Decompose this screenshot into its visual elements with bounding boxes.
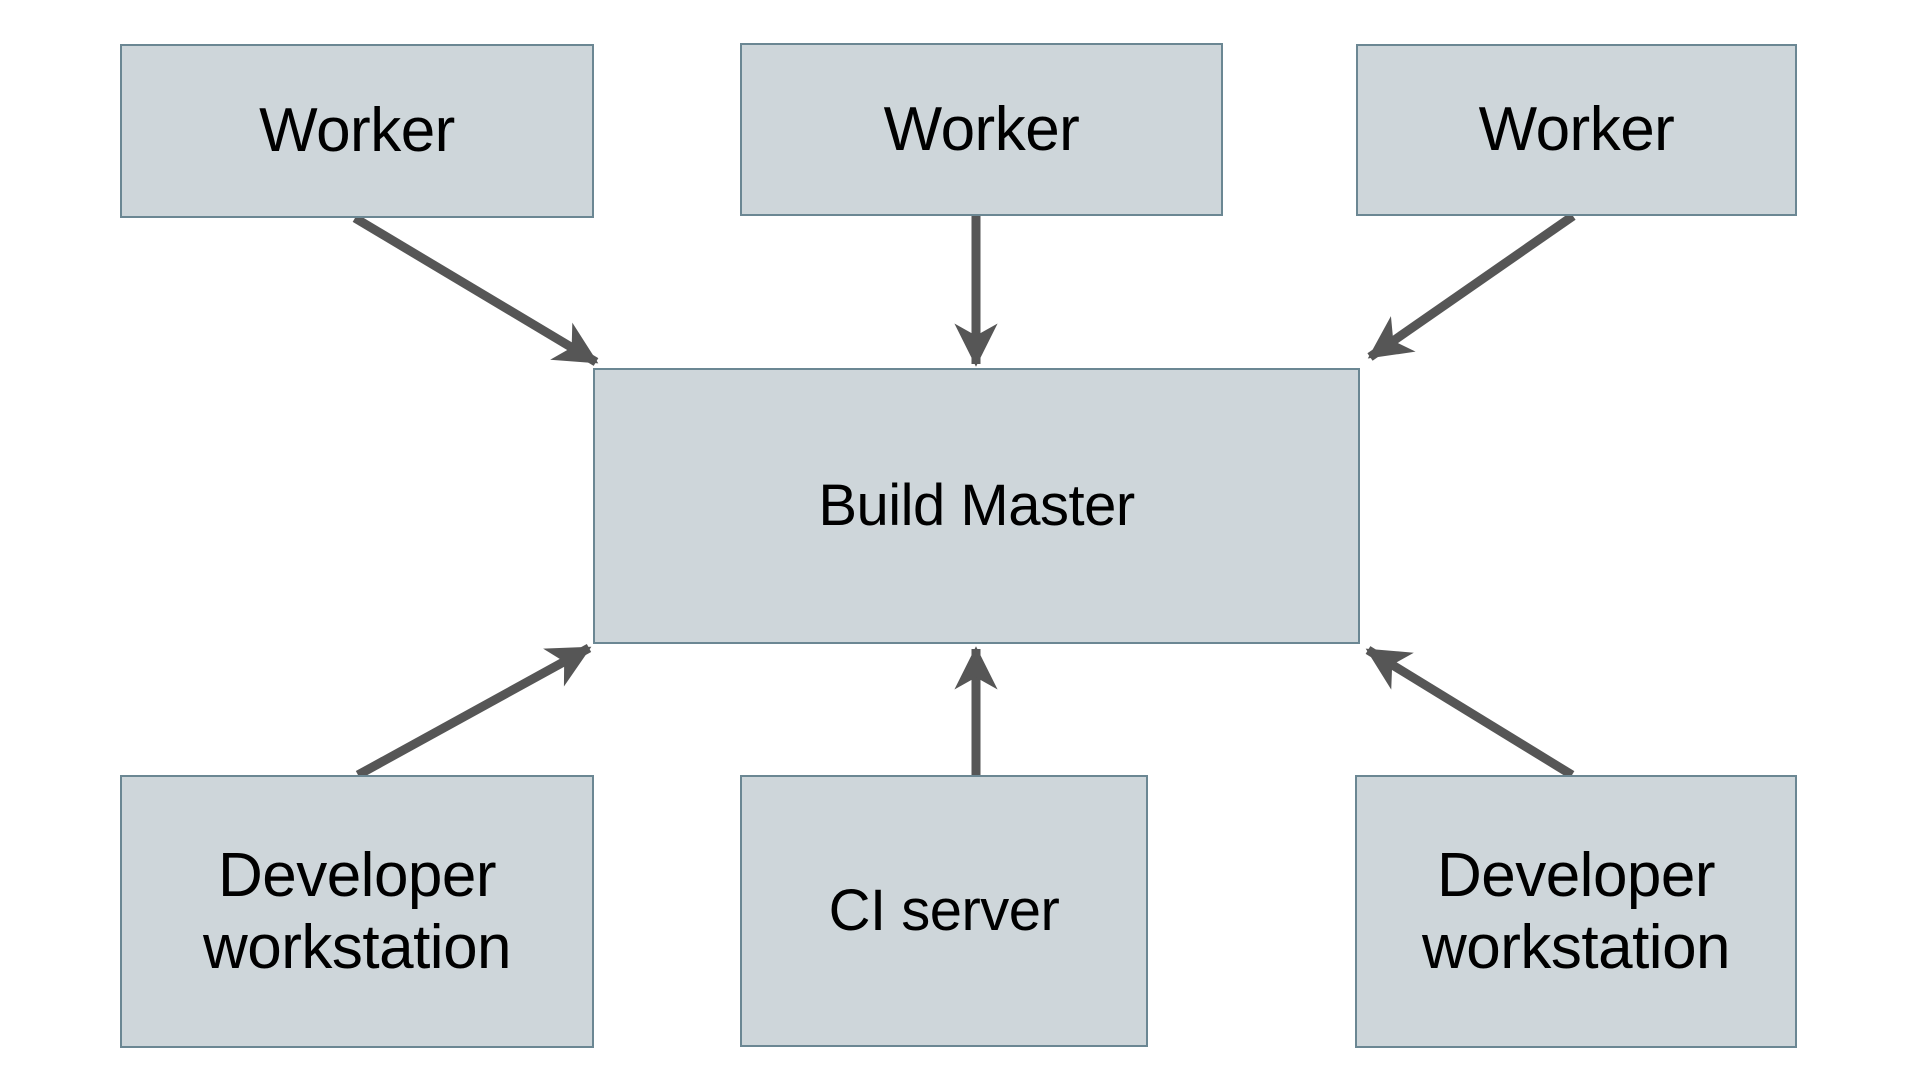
node-worker-left-label: Worker xyxy=(259,96,455,166)
node-worker-right-label: Worker xyxy=(1478,95,1675,165)
edge-dev-right-to-build-master xyxy=(1365,646,1575,779)
node-ci-server[interactable]: CI server xyxy=(740,775,1148,1047)
node-dev-workstation-left-label: Developer workstation xyxy=(202,840,512,982)
node-ci-server-label: CI server xyxy=(828,878,1060,944)
node-dev-workstation-left[interactable]: Developer workstation xyxy=(120,775,594,1048)
edge-dev-left-to-build-master xyxy=(355,644,592,779)
node-worker-center[interactable]: Worker xyxy=(740,43,1223,216)
node-worker-center-label: Worker xyxy=(883,94,1080,164)
node-dev-workstation-right[interactable]: Developer workstation xyxy=(1355,775,1797,1048)
node-worker-right[interactable]: Worker xyxy=(1356,44,1797,216)
node-dev-workstation-right-label: Developer workstation xyxy=(1421,840,1731,982)
node-build-master[interactable]: Build Master xyxy=(593,368,1360,644)
node-build-master-label: Build Master xyxy=(818,473,1135,539)
edge-worker-right-to-build-master xyxy=(1367,212,1576,361)
edge-worker-left-to-build-master xyxy=(352,214,599,366)
node-worker-left[interactable]: Worker xyxy=(120,44,594,218)
